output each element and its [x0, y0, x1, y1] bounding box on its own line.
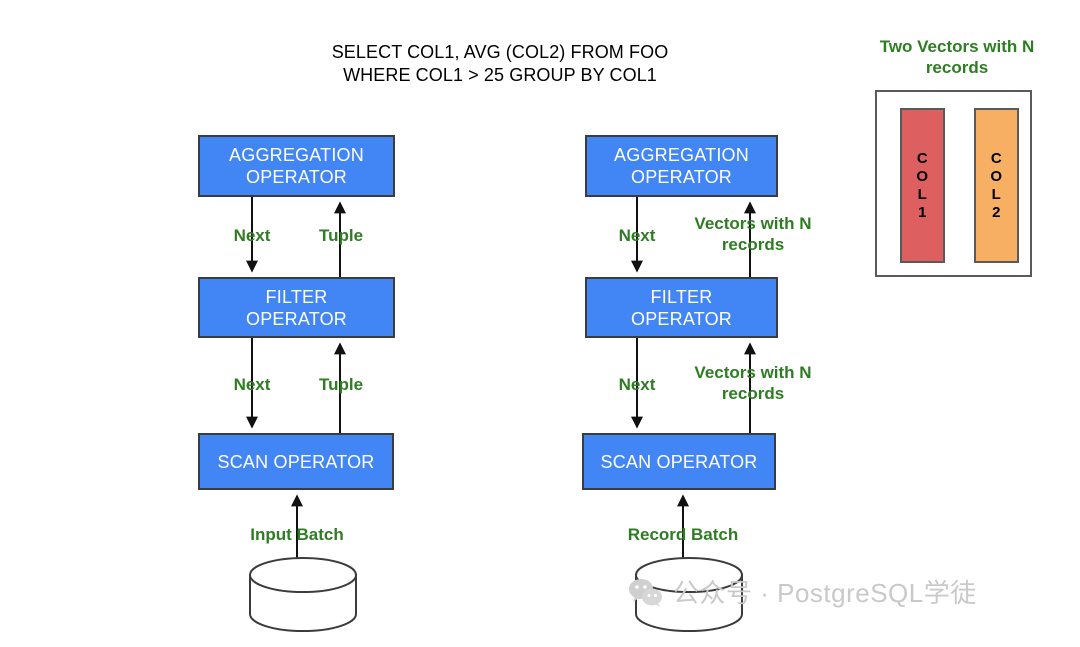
edge-label-next-filter-scan-left: Next: [233, 375, 271, 394]
edge-label-next-agg-filter-left: Next: [233, 226, 271, 245]
edge-label-tuple-filter-agg-left: Tuple: [318, 226, 364, 245]
operator-box-aggregation-right[interactable]: AGGREGATION OPERATOR: [585, 135, 778, 197]
vector-bar-col2-label: C O L 2: [990, 149, 1003, 221]
vectors-panel-caption: Two Vectors with N records: [879, 37, 1035, 77]
vector-bar-col1[interactable]: C O L 1: [900, 108, 945, 263]
wechat-icon: [629, 579, 662, 607]
database-cylinder-left: [249, 557, 357, 632]
edge-label-tuple-scan-filter-left: Tuple: [318, 375, 364, 394]
operator-box-scan-right[interactable]: SCAN OPERATOR: [582, 433, 776, 490]
operator-box-scan-left[interactable]: SCAN OPERATOR: [198, 433, 394, 490]
operator-box-filter-left[interactable]: FILTER OPERATOR: [198, 277, 395, 338]
edge-label-next-filter-scan-right: Next: [618, 375, 656, 394]
edge-label-vectors-scan-filter-right: Vectors with N records: [694, 363, 812, 403]
vectors-panel: C O L 1 C O L 2: [875, 90, 1032, 277]
watermark-text: 公众号 · PostgreSQL学徒: [673, 578, 977, 608]
operator-box-filter-right[interactable]: FILTER OPERATOR: [585, 277, 778, 338]
watermark: 公众号 · PostgreSQL学徒: [628, 578, 977, 608]
edge-label-vectors-filter-agg-right: Vectors with N records: [694, 214, 812, 254]
operator-box-aggregation-left[interactable]: AGGREGATION OPERATOR: [198, 135, 395, 197]
vector-bar-col1-label: C O L 1: [916, 149, 929, 221]
sql-query-title: SELECT COL1, AVG (COL2) FROM FOO WHERE C…: [331, 42, 669, 85]
edge-label-input-batch: Input Batch: [250, 525, 344, 544]
vector-bar-col2[interactable]: C O L 2: [974, 108, 1019, 263]
edge-label-record-batch: Record Batch: [627, 525, 739, 544]
edge-label-next-agg-filter-right: Next: [618, 226, 656, 245]
